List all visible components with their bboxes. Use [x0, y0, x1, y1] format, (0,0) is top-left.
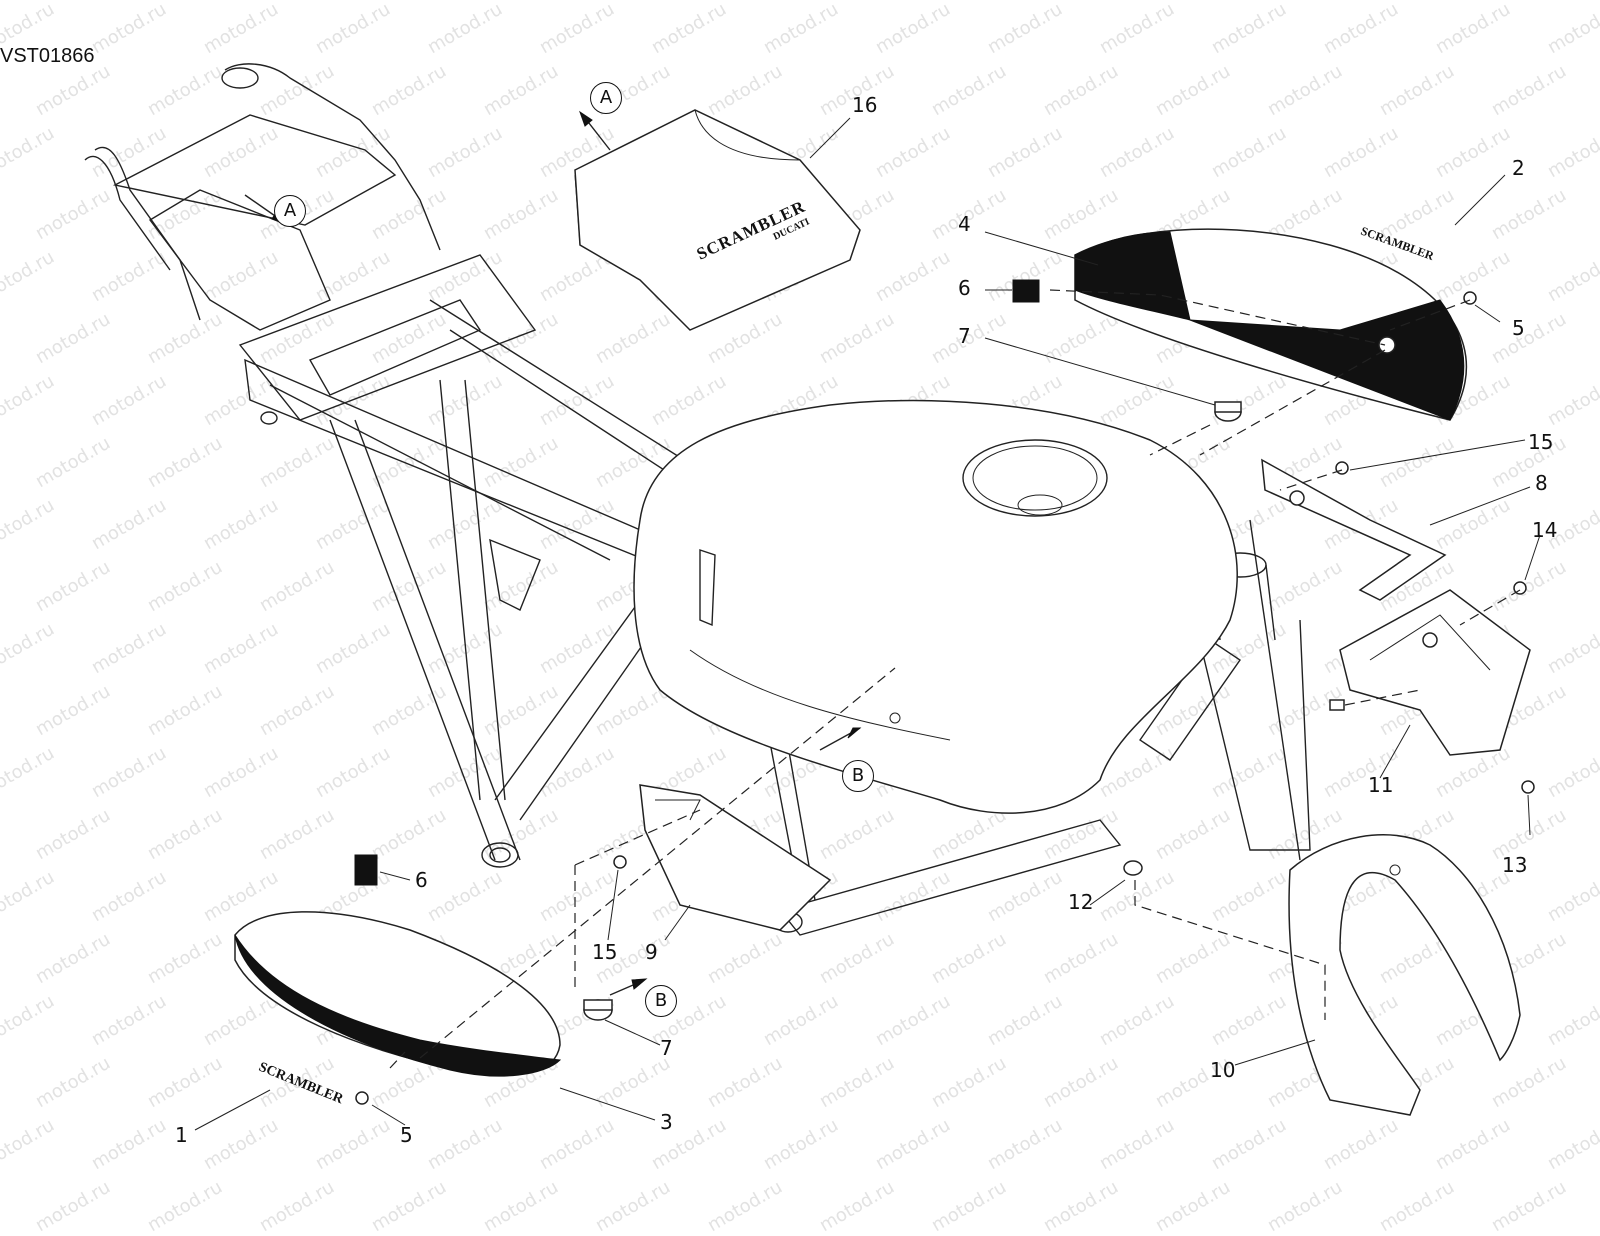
cover-part-9 [639, 784, 832, 931]
callout-13: 13 [1502, 853, 1528, 877]
callout-16: 16 [852, 93, 878, 117]
decal-1-brand-text: SCRAMBLER [257, 1060, 346, 1108]
seat-part-16: SCRAMBLER DUCATI [574, 109, 861, 331]
decal-part-2: SCRAMBLER [1359, 224, 1436, 263]
cover-part-11 [1339, 589, 1531, 756]
callout-4: 4 [958, 212, 971, 236]
callout-9: 9 [645, 940, 658, 964]
callout-6-top: 6 [958, 276, 971, 300]
fuel-tank [633, 399, 1238, 814]
diagram-code: VST01866 [0, 45, 95, 67]
callout-6-bottom: 6 [415, 868, 428, 892]
callout-1: 1 [175, 1123, 188, 1147]
fasteners [355, 291, 1535, 1105]
grommet-part-7-top [1214, 401, 1242, 422]
callout-5-top: 5 [1512, 316, 1525, 340]
callout-12: 12 [1068, 890, 1094, 914]
callout-7-bottom: 7 [660, 1036, 673, 1060]
badge-part-6-top [1012, 279, 1040, 303]
bracket-part-8 [1261, 458, 1447, 601]
fender-part-10 [1288, 834, 1521, 1116]
exploded-parts-diagram: SCRAMBLER DUCATI SCRAMBLER SCRAMBLER [84, 63, 1541, 1131]
callout-15-bottom: 15 [592, 940, 618, 964]
assembly-lines [389, 289, 1521, 1069]
grommet-part-7-bottom [583, 999, 613, 1021]
callout-11: 11 [1368, 773, 1394, 797]
callout-5-bottom: 5 [400, 1123, 413, 1147]
badge-part-6-bottom [354, 854, 378, 886]
view-marker-a-top: A [590, 82, 622, 114]
callout-8: 8 [1535, 471, 1548, 495]
view-marker-a-frame: A [274, 195, 306, 227]
decal-2-brand-text: SCRAMBLER [1359, 224, 1436, 263]
callout-2: 2 [1512, 156, 1525, 180]
decal-part-1: SCRAMBLER [257, 1060, 346, 1108]
callout-10: 10 [1210, 1058, 1236, 1082]
side-panel-part-3 [234, 911, 562, 1077]
callout-14: 14 [1532, 518, 1558, 542]
view-marker-b-frame: B [842, 760, 874, 792]
callout-3: 3 [660, 1110, 673, 1134]
leader-lines [194, 117, 1541, 1131]
view-marker-b-bottom: B [645, 985, 677, 1017]
side-panel-part-4 [1074, 228, 1468, 421]
callout-7-top: 7 [958, 324, 971, 348]
callout-15-top: 15 [1528, 430, 1554, 454]
